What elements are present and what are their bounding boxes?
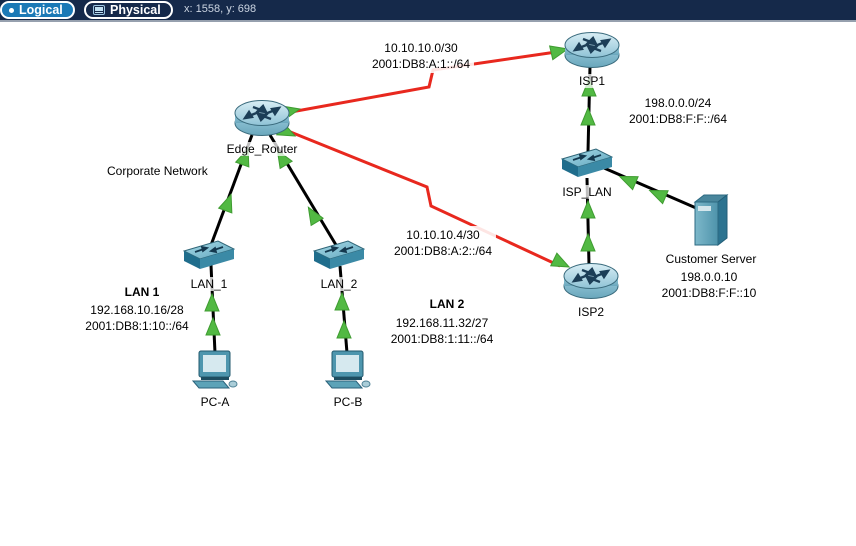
device-label: ISP_LAN [561, 185, 613, 199]
device-label: Customer Server [664, 252, 758, 266]
device-lan1[interactable]: LAN_1 [183, 238, 235, 291]
switch-icon [561, 148, 613, 178]
device-label: ISP2 [576, 305, 606, 319]
note-lan1-title[interactable]: LAN 1 [120, 283, 164, 302]
switch-icon [313, 240, 365, 270]
device-edge-router[interactable]: Edge_Router [225, 99, 299, 156]
pc-icon [325, 350, 371, 389]
cursor-coordinates: x: 1558, y: 698 [184, 3, 257, 15]
note-wan1-subnet[interactable]: 10.10.10.0/30 2001:DB8:A:1::/64 [367, 39, 475, 74]
note-corporate-network[interactable]: Corporate Network [103, 162, 212, 181]
link-status-icon [648, 189, 669, 205]
device-customer-server[interactable]: Customer Server [664, 193, 758, 266]
link-isplan-server[interactable] [603, 166, 704, 213]
device-lan2[interactable]: LAN_2 [313, 238, 365, 291]
physical-tab-label: Physical [110, 3, 161, 17]
note-server-address[interactable]: 198.0.0.10 2001:DB8:F:F::10 [657, 268, 761, 303]
device-isp2[interactable]: ISP2 [562, 262, 620, 319]
link-status-icon [217, 193, 233, 214]
link-status-icon [334, 291, 350, 311]
device-label: ISP1 [577, 74, 607, 88]
router-icon [233, 99, 291, 137]
router-icon [563, 31, 621, 69]
device-label: PC-B [332, 395, 364, 409]
link-status-icon [580, 232, 596, 252]
device-isp1[interactable]: ISP1 [563, 31, 621, 88]
device-label: PC-A [199, 395, 231, 409]
note-wan2-subnet[interactable]: 10.10.10.4/30 2001:DB8:A:2::/64 [389, 226, 497, 261]
workspace-mode-bar: Logical Physical x: 1558, y: 698 [0, 0, 856, 22]
device-pc-b[interactable]: PC-B [325, 350, 371, 409]
note-lan2-title[interactable]: LAN 2 [425, 295, 469, 314]
device-isp-lan[interactable]: ISP_LAN [561, 146, 613, 199]
link-status-icon [580, 106, 596, 126]
device-pc-a[interactable]: PC-A [192, 350, 238, 409]
server-icon [694, 194, 728, 246]
device-label: Edge_Router [225, 142, 299, 156]
note-lan2-subnet[interactable]: 192.168.11.32/27 2001:DB8:1:11::/64 [386, 314, 498, 349]
link-status-icon [548, 45, 570, 61]
link-status-icon [204, 292, 220, 312]
tab-physical[interactable]: Physical [84, 1, 173, 19]
logical-tab-icon [9, 7, 14, 13]
note-lan1-subnet[interactable]: 192.168.10.16/28 2001:DB8:1:10::/64 [81, 301, 193, 336]
pc-icon [192, 350, 238, 389]
device-label: LAN_1 [189, 277, 229, 291]
link-status-icon [549, 252, 571, 268]
link-status-icon [307, 206, 325, 227]
switch-icon [183, 240, 235, 270]
physical-tab-icon [93, 5, 105, 15]
note-isp-subnet[interactable]: 198.0.0.0/24 2001:DB8:F:F::/64 [624, 94, 732, 129]
tab-logical[interactable]: Logical [0, 1, 75, 19]
link-status-icon [205, 316, 221, 336]
router-icon [562, 262, 620, 300]
link-status-icon [618, 175, 639, 191]
logical-tab-label: Logical [19, 3, 63, 17]
link-edge-isp1-serial[interactable] [290, 49, 564, 114]
link-status-icon [336, 319, 352, 339]
device-label: LAN_2 [319, 277, 359, 291]
link-status-icon [580, 199, 596, 219]
